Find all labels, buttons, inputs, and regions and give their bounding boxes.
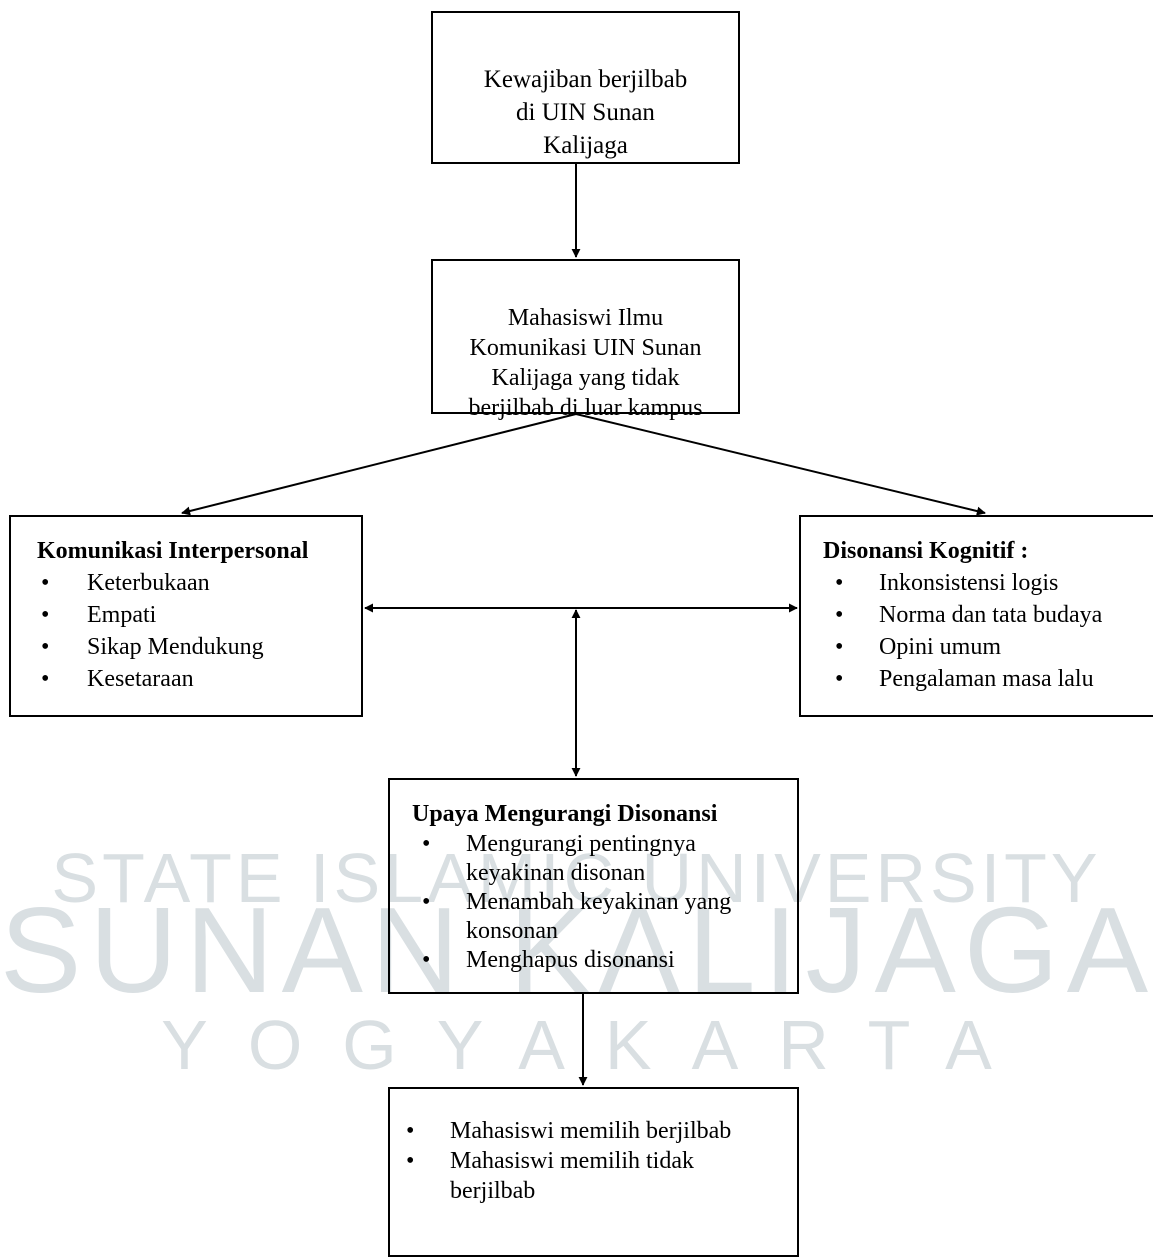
list-item: Norma dan tata budaya <box>823 599 1153 631</box>
dissonance-list: Inkonsistensi logis Norma dan tata buday… <box>823 567 1153 695</box>
interpersonal-title: Komunikasi Interpersonal <box>37 538 309 564</box>
list-item: Inkonsistensi logis <box>823 567 1153 599</box>
box-outcome: Mahasiswi memilih berjilbab Mahasiswi me… <box>388 1087 799 1257</box>
list-item: Kesetaraan <box>37 663 361 695</box>
list-item: Menambah keyakinan yang konsonan <box>412 888 797 946</box>
list-item: Keterbukaan <box>37 567 361 599</box>
list-item: Mahasiswi memilih tidak berjilbab <box>396 1146 797 1206</box>
list-item: Pengalaman masa lalu <box>823 663 1153 695</box>
dissonance-title: Disonansi Kognitif : <box>823 538 1029 564</box>
outcome-list: Mahasiswi memilih berjilbab Mahasiswi me… <box>396 1116 797 1206</box>
box-students-text: Mahasiswi Ilmu Komunikasi UIN Sunan Kali… <box>468 305 703 421</box>
box-obligation-text: Kewajiban berjilbab di UIN Sunan Kalijag… <box>483 66 688 159</box>
arrow-students-to-interpersonal <box>181 413 577 516</box>
reduction-title: Upaya Mengurangi Disonansi <box>412 801 718 827</box>
arrow-students-to-dissonance <box>575 413 986 516</box>
interpersonal-list: Keterbukaan Empati Sikap Mendukung Keset… <box>37 567 361 695</box>
box-students: Mahasiswi Ilmu Komunikasi UIN Sunan Kali… <box>431 259 740 421</box>
box-obligation: Kewajiban berjilbab di UIN Sunan Kalijag… <box>431 11 740 164</box>
box-dissonance-reduction: Upaya Mengurangi Disonansi Mengurangi pe… <box>388 778 799 994</box>
list-item: Menghapus disonansi <box>412 946 797 975</box>
list-item: Mahasiswi memilih berjilbab <box>396 1116 797 1146</box>
reduction-list: Mengurangi pentingnya keyakinan disonan … <box>412 830 797 975</box>
list-item: Sikap Mendukung <box>37 631 361 663</box>
list-item: Opini umum <box>823 631 1153 663</box>
box-interpersonal-communication: Komunikasi Interpersonal Keterbukaan Emp… <box>9 515 363 717</box>
box-cognitive-dissonance: Disonansi Kognitif : Inkonsistensi logis… <box>799 515 1153 717</box>
list-item: Mengurangi pentingnya keyakinan disonan <box>412 830 797 888</box>
list-item: Empati <box>37 599 361 631</box>
